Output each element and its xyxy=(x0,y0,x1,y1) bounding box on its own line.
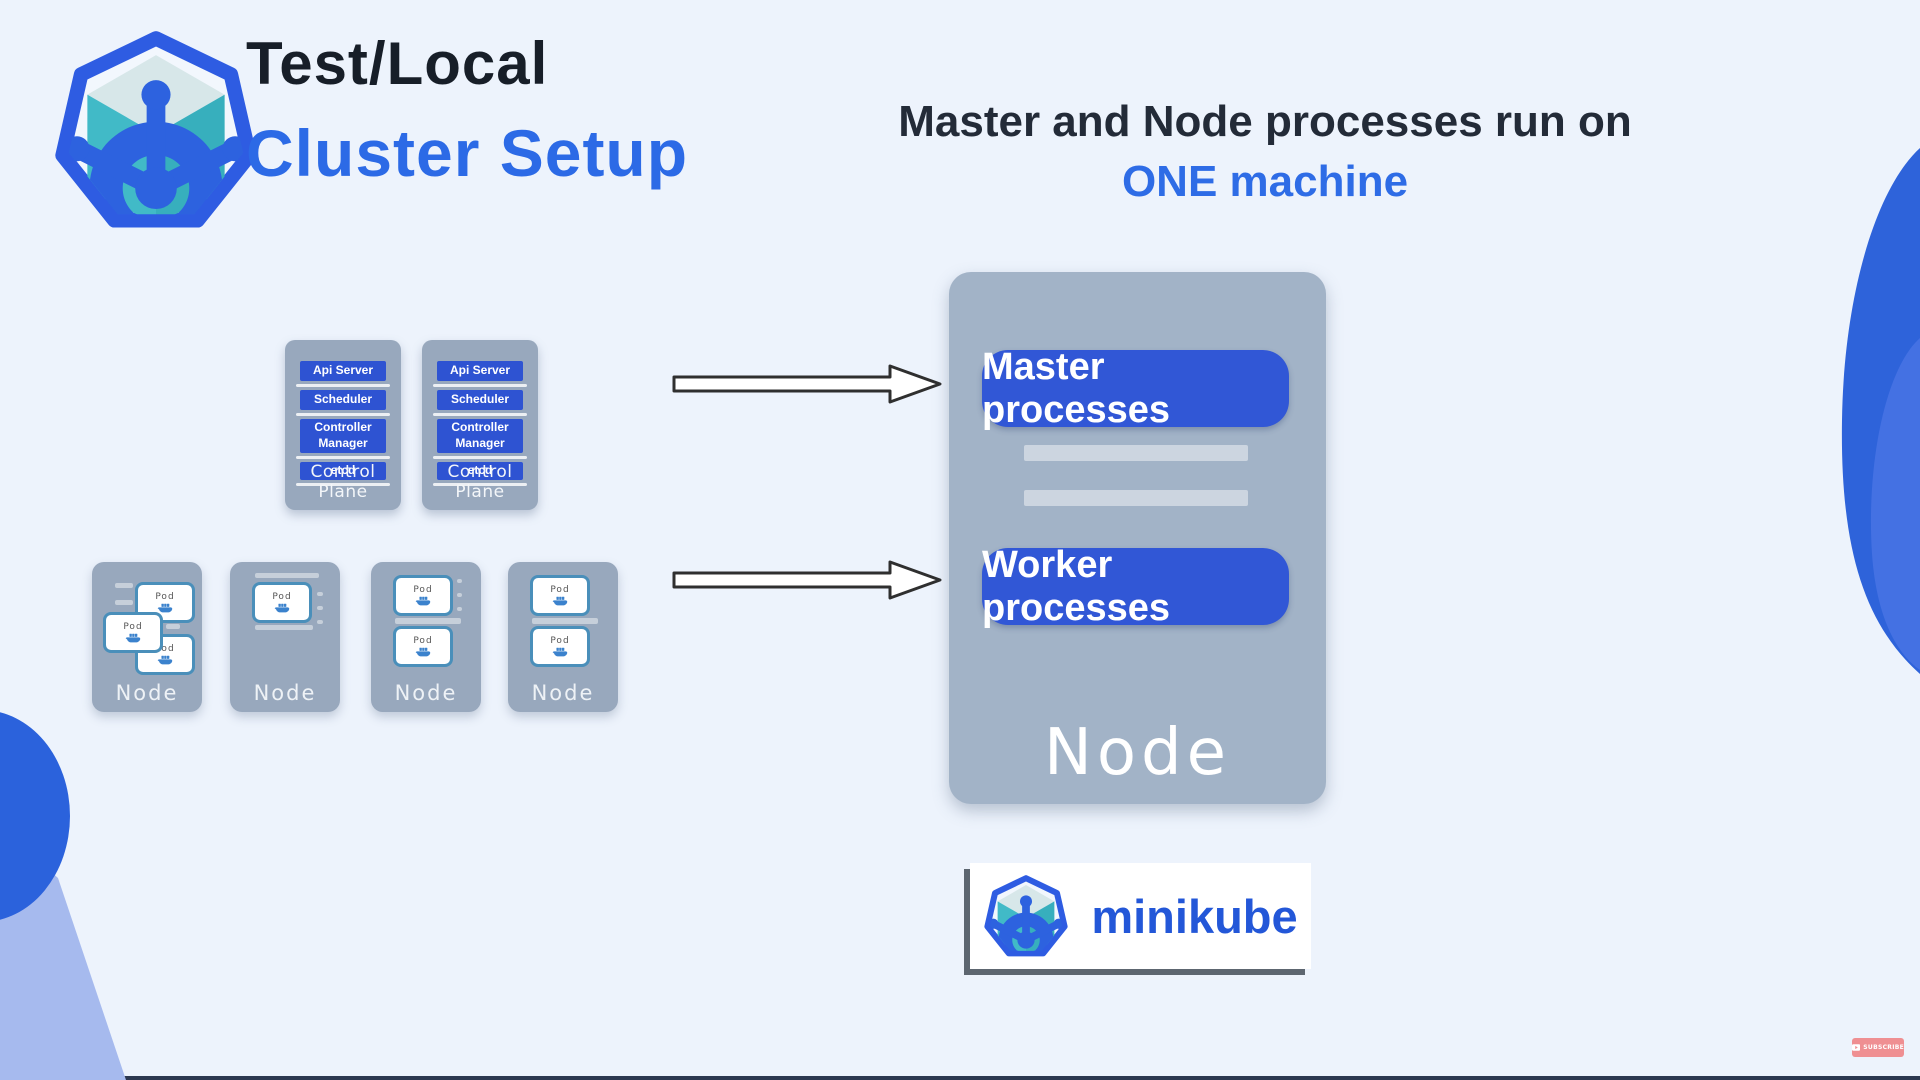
docker-whale-icon xyxy=(274,603,290,614)
right-arrow-icon xyxy=(672,362,944,406)
subtitle-line-2: ONE machine xyxy=(1121,157,1409,206)
dash-decoration xyxy=(317,592,323,596)
title-line-2: Cluster Setup xyxy=(246,116,689,190)
right-arrow-icon xyxy=(672,558,944,602)
dash-decoration xyxy=(317,606,323,610)
docker-whale-icon xyxy=(552,596,568,607)
docker-whale-icon xyxy=(157,603,173,614)
pod-label: Pod xyxy=(550,635,570,646)
placeholder-bar xyxy=(1024,445,1248,461)
pod-label: Pod xyxy=(413,635,433,646)
docker-whale-icon xyxy=(552,647,568,658)
kubernetes-logo-icon xyxy=(52,26,260,234)
divider xyxy=(433,483,527,486)
node-box-3: Pod Pod Node xyxy=(371,562,481,712)
dash-decoration xyxy=(115,583,133,588)
blue-blob-right xyxy=(1841,148,1920,674)
minikube-label: minikube xyxy=(1091,889,1298,943)
node-label: Node xyxy=(115,681,179,705)
component-controller-manager: Controller Manager xyxy=(300,419,386,453)
docker-whale-icon xyxy=(125,633,141,644)
placeholder-bar xyxy=(1024,490,1248,506)
component-api-server: Api Server xyxy=(300,361,386,381)
node-box-4: Pod Pod Node xyxy=(508,562,618,712)
pod-label: Pod xyxy=(550,584,570,595)
dash-decoration xyxy=(166,624,180,629)
subtitle: Master and Node processes run on ONE mac… xyxy=(880,100,1650,204)
divider xyxy=(296,483,390,486)
control-plane-label: Control Plane xyxy=(447,462,513,502)
node-box-1: Pod Pod Pod Node xyxy=(92,562,202,712)
dash-decoration xyxy=(317,620,323,624)
dash-decoration xyxy=(115,600,133,605)
divider xyxy=(296,456,390,459)
dash-decoration xyxy=(395,618,461,624)
dash-decoration xyxy=(457,579,462,583)
pod-card: Pod xyxy=(103,612,163,653)
pod-label: Pod xyxy=(272,591,292,602)
subtitle-line-1: Master and Node processes run on xyxy=(898,97,1632,146)
node-label: Node xyxy=(394,681,458,705)
docker-whale-icon xyxy=(415,647,431,658)
component-controller-manager: Controller Manager xyxy=(437,419,523,453)
dash-decoration xyxy=(255,573,319,578)
blue-blob-right-inner xyxy=(1870,338,1920,670)
pod-card: Pod xyxy=(530,575,590,616)
control-plane-label: Control Plane xyxy=(310,462,376,502)
component-api-server: Api Server xyxy=(437,361,523,381)
dash-decoration xyxy=(457,607,462,611)
bottom-edge-strip xyxy=(0,1076,1920,1080)
divider xyxy=(433,456,527,459)
docker-whale-icon xyxy=(157,655,173,666)
component-scheduler: Scheduler xyxy=(300,390,386,410)
component-scheduler: Scheduler xyxy=(437,390,523,410)
control-plane-box-2: Api Server Scheduler Controller Manager … xyxy=(422,340,538,510)
page-title: Test/Local Cluster Setup xyxy=(246,30,689,190)
component-etcd: etcd xyxy=(300,462,386,480)
subscribe-button[interactable]: SUBSCRIBE xyxy=(1852,1038,1904,1057)
node-label: Node xyxy=(531,681,595,705)
subscribe-label: SUBSCRIBE xyxy=(1863,1044,1904,1051)
pod-label: Pod xyxy=(155,643,175,654)
control-plane-box-1: Api Server Scheduler Controller Manager … xyxy=(285,340,401,510)
pod-card: Pod xyxy=(530,626,590,667)
single-machine-node-box: Master processes Worker processes Node xyxy=(949,272,1326,804)
node-label: Node xyxy=(253,681,317,705)
divider xyxy=(433,384,527,387)
pod-label: Pod xyxy=(123,621,143,632)
pod-label: Pod xyxy=(413,584,433,595)
wedge-shape xyxy=(0,826,126,1080)
pod-card: Pod xyxy=(393,626,453,667)
docker-whale-icon xyxy=(415,596,431,607)
blue-blob-left xyxy=(0,712,70,920)
pod-card: Pod xyxy=(252,582,312,623)
dash-decoration xyxy=(255,625,313,630)
minikube-plate: minikube xyxy=(970,863,1311,969)
component-etcd: etcd xyxy=(437,462,523,480)
dash-decoration xyxy=(532,618,598,624)
pod-label: Pod xyxy=(155,591,175,602)
node-box-2: Pod Node xyxy=(230,562,340,712)
minikube-logo-icon xyxy=(983,873,1069,959)
machine-node-label: Node xyxy=(1043,716,1232,790)
youtube-play-icon xyxy=(1852,1044,1861,1051)
master-processes-pill: Master processes xyxy=(982,346,1289,431)
divider xyxy=(296,413,390,416)
title-line-1: Test/Local xyxy=(246,30,549,97)
dash-decoration xyxy=(457,593,462,597)
pod-card: Pod xyxy=(135,634,195,675)
worker-processes-pill: Worker processes xyxy=(982,544,1289,629)
divider xyxy=(296,384,390,387)
divider xyxy=(433,413,527,416)
pod-card: Pod xyxy=(393,575,453,616)
